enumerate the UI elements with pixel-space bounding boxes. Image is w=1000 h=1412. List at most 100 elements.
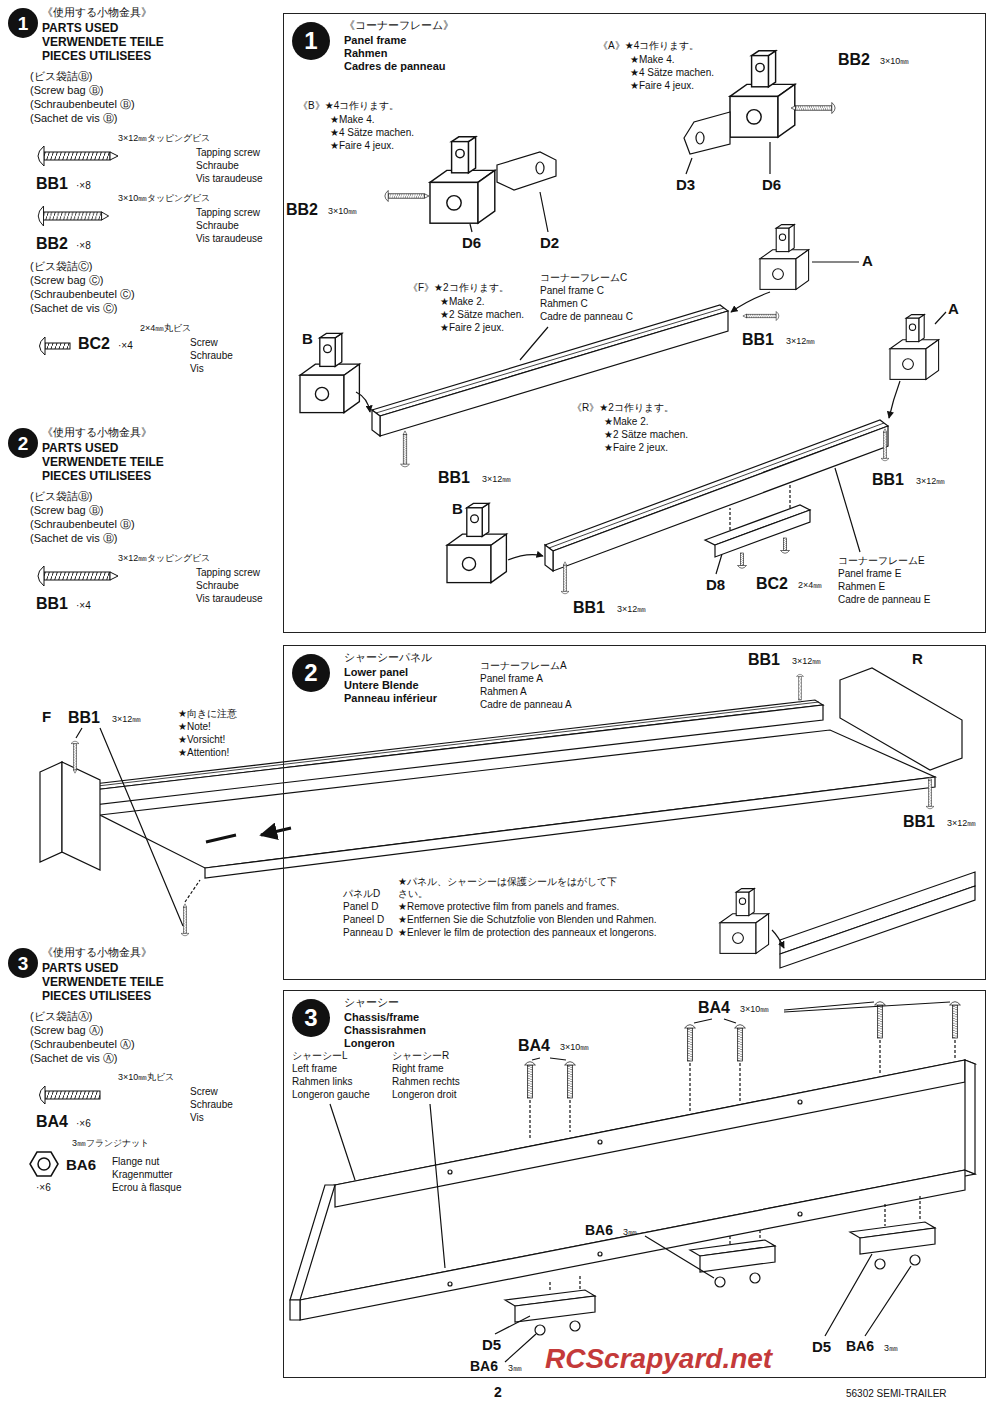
caption-text: ★向きに注意	[178, 708, 237, 720]
step-number: 3	[8, 948, 38, 978]
step-number: 2	[8, 428, 38, 458]
caption-text: ★Attention!	[178, 747, 229, 759]
part-letter: D3	[676, 176, 695, 194]
heading-text: Cadres de panneau	[344, 60, 445, 73]
heading-text: PIECES UTILISEES	[42, 49, 151, 63]
caption-text: (Sachet de vis Ⓐ)	[30, 1052, 117, 1065]
caption-text: Panel frame C	[540, 285, 604, 297]
heading-text: Chassis/frame	[344, 1011, 419, 1024]
caption-text: ·×6	[36, 1182, 51, 1194]
caption-text: コーナーフレームE	[838, 555, 925, 567]
caption-text: 《A》★4コ作ります。	[598, 40, 699, 52]
caption-text: Vis taraudeuse	[196, 593, 263, 605]
part-code: BB1	[438, 468, 470, 487]
caption-text: (Schraubenbeutel Ⓑ)	[30, 518, 135, 531]
spec-text: 3×12㎜	[482, 474, 511, 485]
spec-text: 3×10㎜タッピングビス	[118, 193, 210, 204]
spec-text: 2×4㎜丸ビス	[140, 323, 191, 334]
caption-text: ★Faire 2 jeux.	[440, 322, 504, 334]
heading-text: VERWENDETE TEILE	[42, 35, 164, 49]
caption-text: Panel frame A	[480, 673, 543, 685]
caption-text: Vis taraudeuse	[196, 173, 263, 185]
caption-text: Rahmen C	[540, 298, 588, 310]
spec-text: 3×10㎜	[740, 1004, 769, 1015]
caption-text: コーナーフレームA	[480, 660, 567, 672]
caption-text: ·×6	[76, 1118, 91, 1130]
heading-text: Panel frame	[344, 34, 406, 47]
part-code: BB1	[573, 598, 605, 617]
caption-text: Cadre de panneau C	[540, 311, 633, 323]
caption-text: ★4 Sätze machen.	[330, 127, 414, 139]
caption-text: 《B》★4コ作ります。	[298, 100, 399, 112]
spec-text: 3㎜	[508, 1363, 522, 1374]
caption-text: Flange nut	[112, 1156, 159, 1168]
caption-text: ★Make 2.	[604, 416, 649, 428]
note-text: ★パネル、シャーシーは保護シールをはがして下さい。	[398, 876, 618, 900]
step2-illustration	[40, 668, 975, 968]
part-letter: D6	[762, 176, 781, 194]
part-letter: A	[862, 252, 873, 270]
caption-text: 《F》★2コ作ります。	[408, 282, 509, 294]
caption-text: シャーシーR	[392, 1050, 449, 1062]
caption-text: (Screw bag Ⓐ)	[30, 1024, 103, 1037]
caption-text: Rahmen E	[838, 581, 885, 593]
caption-text: パネルD	[343, 888, 380, 900]
caption-text: (Schraubenbeutel Ⓐ)	[30, 1038, 135, 1051]
part-code: BB1	[903, 812, 935, 831]
caption-text: Screw	[190, 337, 218, 349]
caption-text: ★Faire 4 jeux.	[330, 140, 394, 152]
caption-text: Schraube	[196, 160, 239, 172]
caption-text: Vis taraudeuse	[196, 233, 263, 245]
spec-text: 3×10㎜	[880, 56, 909, 67]
caption-text: (Screw bag Ⓑ)	[30, 504, 103, 517]
part-code: BA4	[518, 1036, 550, 1055]
heading-text: PIECES UTILISEES	[42, 989, 151, 1003]
caption-text: ★Note!	[178, 721, 211, 733]
caption-text: Schraube	[196, 580, 239, 592]
note-text: ★Enlever le film de protection des panne…	[398, 927, 698, 939]
caption-text: (Schraubenbeutel Ⓑ)	[30, 98, 135, 111]
caption-text: (Schraubenbeutel Ⓒ)	[30, 288, 135, 301]
part-code: BB1	[36, 594, 68, 613]
part-code: BA6	[66, 1156, 96, 1174]
part-letter: D5	[482, 1336, 501, 1354]
spec-text: 3×10㎜丸ビス	[118, 1072, 174, 1083]
heading-text: Untere Blende	[344, 679, 419, 692]
caption-text: Rahmen links	[292, 1076, 353, 1088]
part-code: BB2	[838, 50, 870, 69]
heading-text: PARTS USED	[42, 441, 118, 455]
caption-text: コーナーフレームC	[540, 272, 627, 284]
caption-text: (Screw bag Ⓒ)	[30, 274, 103, 287]
step-panel: 3シャーシーChassis/frameChassisrahmenLongeron	[283, 990, 986, 1378]
heading-text: VERWENDETE TEILE	[42, 455, 164, 469]
caption-text: (ビス袋詰Ⓒ)	[30, 260, 92, 273]
part-code: BB1	[742, 330, 774, 349]
caption-text: 《コーナーフレーム》	[344, 19, 454, 32]
step1-illustration	[300, 51, 946, 594]
note-text: ★Remove protective film from panels and …	[398, 901, 698, 913]
caption-text: 《使用する小物金具》	[42, 6, 152, 19]
spec-text: 3㎜	[884, 1343, 898, 1354]
caption-text: Schraube	[190, 1099, 233, 1111]
caption-text: Longeron droit	[392, 1089, 457, 1101]
caption-text: Panneau D	[343, 927, 393, 939]
caption-text: (Sachet de vis Ⓑ)	[30, 532, 117, 545]
heading-text: PARTS USED	[42, 961, 118, 975]
caption-text: ★Make 4.	[330, 114, 375, 126]
caption-text: 《使用する小物金具》	[42, 426, 152, 439]
part-code: BB2	[36, 234, 68, 253]
caption-text: (Sachet de vis Ⓒ)	[30, 302, 117, 315]
part-letter: D2	[540, 234, 559, 252]
caption-text: Rahmen rechts	[392, 1076, 460, 1088]
step-number: 1	[292, 22, 330, 60]
caption-text: シャーシー	[344, 996, 399, 1009]
note-text: ★Entfernen Sie die Schutzfolie von Blend…	[398, 914, 698, 926]
part-code: BA4	[36, 1112, 68, 1131]
spec-text: 3㎜フランジナット	[72, 1138, 149, 1149]
caption-text: ★Faire 2 jeux.	[604, 442, 668, 454]
heading-text: PIECES UTILISEES	[42, 469, 151, 483]
caption-text: ·×8	[76, 240, 91, 252]
part-letter: A	[948, 300, 959, 318]
part-letter: B	[302, 330, 313, 348]
caption-text: Panel frame E	[838, 568, 901, 580]
